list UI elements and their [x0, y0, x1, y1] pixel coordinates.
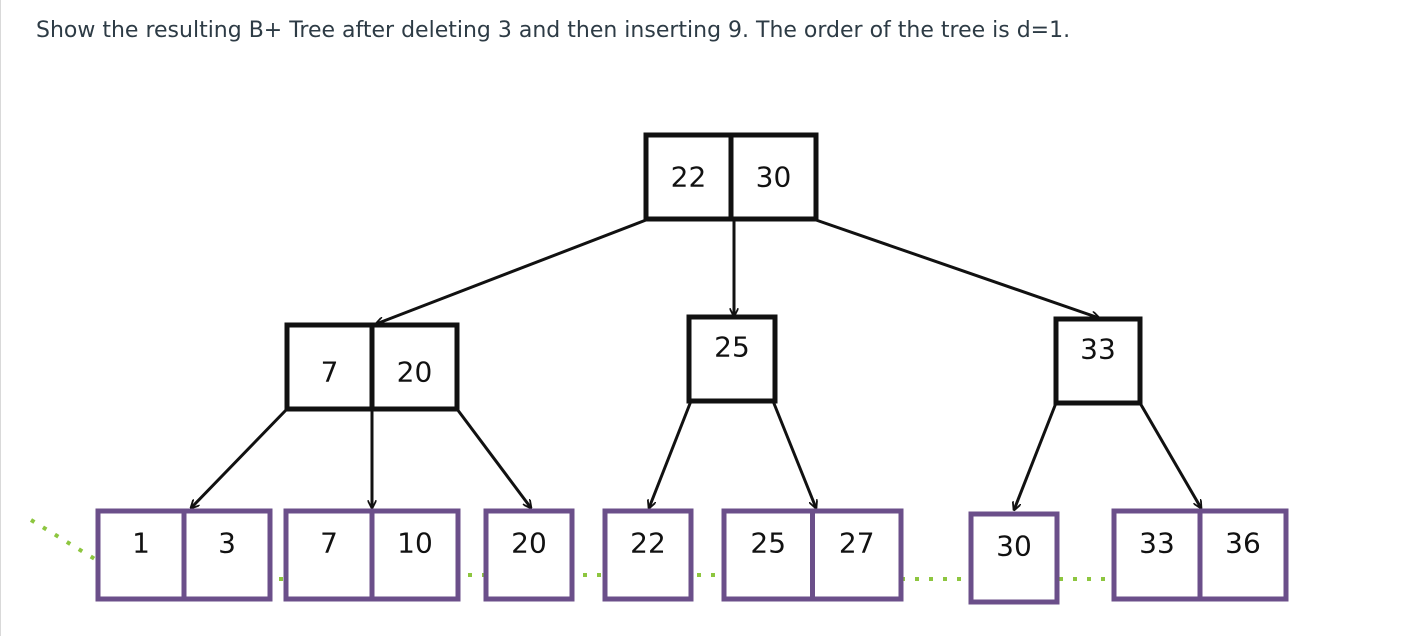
- internal-key: 25: [714, 331, 750, 364]
- root-key: 22: [671, 161, 707, 194]
- pointer-arrow: [815, 218, 1099, 318]
- leaf-key: 22: [630, 527, 666, 560]
- root-node: 22 30: [643, 132, 819, 222]
- pointer-arrow: [649, 400, 693, 508]
- leaf-node: 30: [968, 511, 1060, 605]
- leaf-key: 7: [320, 527, 338, 560]
- leaf-node-box: [968, 511, 1060, 605]
- pointer-arrow: [191, 407, 289, 508]
- leaf-node: 20: [483, 508, 575, 602]
- leaf-key: 3: [218, 527, 236, 560]
- leaf-key: 30: [996, 530, 1032, 563]
- leaf-key: 36: [1225, 527, 1261, 560]
- internal-node: 25: [686, 314, 778, 404]
- internal-node: 7 20: [284, 322, 460, 412]
- leaf-node: 25 27: [721, 508, 904, 602]
- leaf-node: 22: [602, 508, 694, 602]
- leaf-key: 20: [511, 527, 547, 560]
- leaf-key: 33: [1139, 527, 1175, 560]
- leaf-node-box: [602, 508, 694, 602]
- internal-node: 33: [1053, 316, 1143, 406]
- internal-key: 33: [1080, 333, 1116, 366]
- pointer-arrow: [1138, 402, 1201, 508]
- leaf-node-box: [483, 508, 575, 602]
- leaf-node: 7 10: [283, 508, 461, 602]
- pointer-arrow: [1014, 402, 1058, 510]
- internal-node-box: [1053, 316, 1143, 406]
- question-text: Show the resulting B+ Tree after deletin…: [36, 18, 1071, 43]
- internal-key: 7: [321, 356, 339, 389]
- internal-node-box: [686, 314, 778, 404]
- leaf-key: 27: [839, 527, 875, 560]
- leaf-key: 25: [750, 527, 786, 560]
- pointer-arrow: [455, 408, 531, 508]
- pointer-arrow: [771, 400, 816, 508]
- leaf-key: 1: [132, 527, 150, 560]
- leaf-node: 33 36: [1111, 508, 1289, 602]
- internal-key: 20: [397, 356, 433, 389]
- pointer-arrow: [376, 218, 647, 324]
- root-key: 30: [756, 161, 792, 194]
- leaf-key: 10: [397, 527, 433, 560]
